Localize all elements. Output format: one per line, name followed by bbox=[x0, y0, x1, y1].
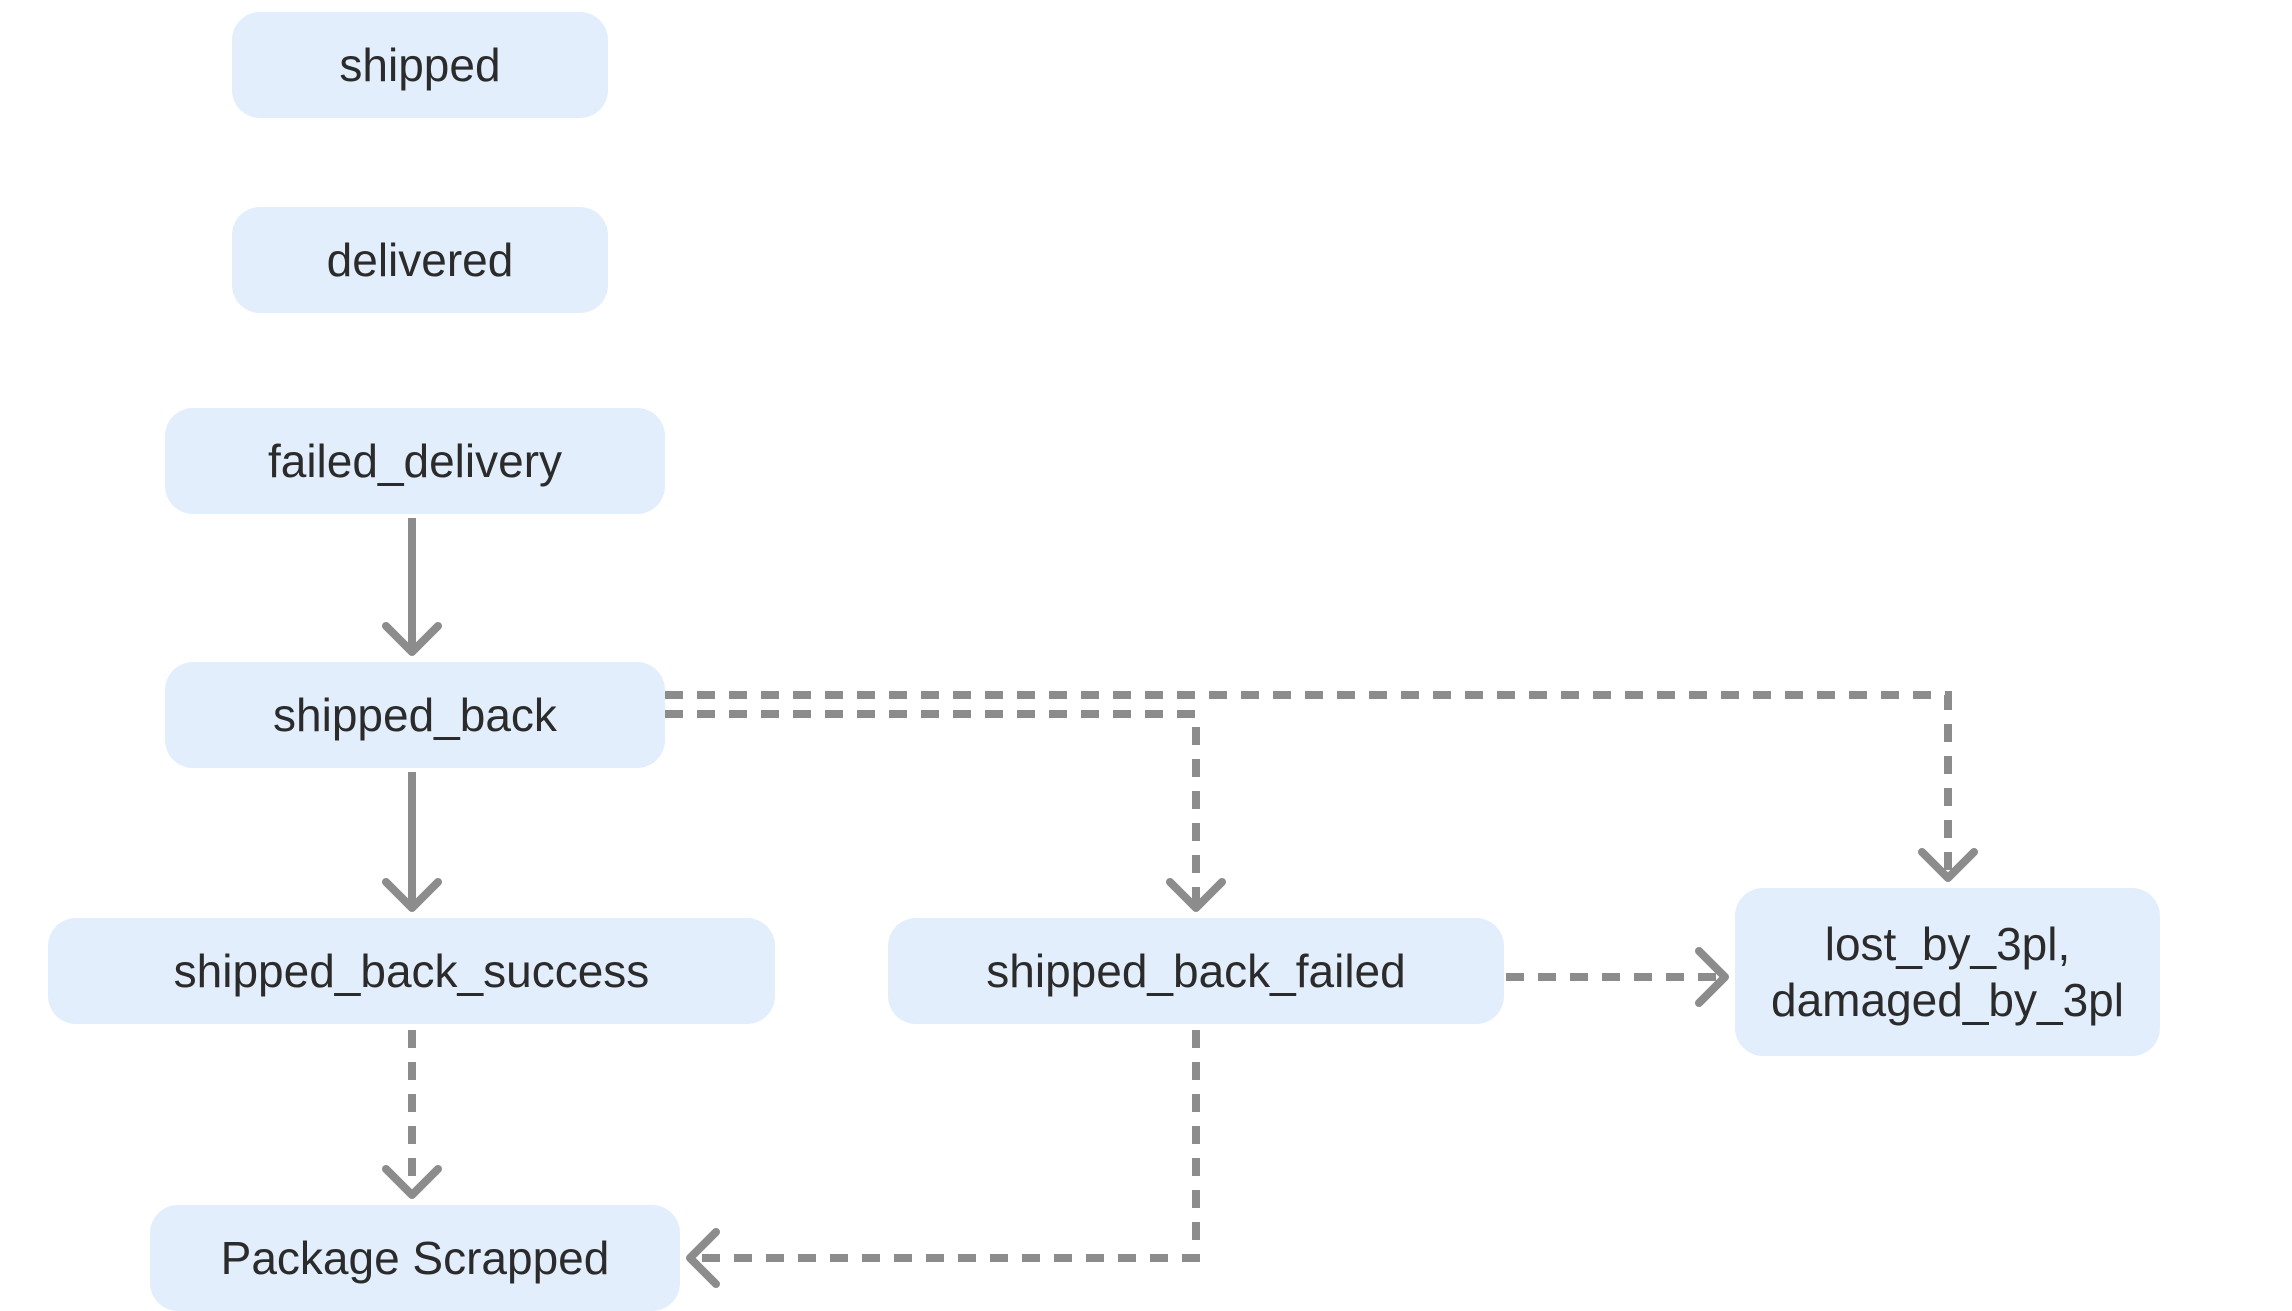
edge-shipped-back-to-shipped-back-failed-arrowhead bbox=[1166, 878, 1226, 912]
edge-shipped-back-to-lost-damaged-arrowhead bbox=[1918, 848, 1978, 882]
node-shipped-back: shipped_back bbox=[165, 662, 665, 768]
edge-shipped-back-success-to-package-scrapped-arrowhead bbox=[382, 1165, 442, 1199]
node-shipped-back-label: shipped_back bbox=[273, 688, 557, 741]
edge-failed-delivery-to-shipped-back-arrowhead bbox=[382, 622, 442, 656]
edge-shipped-back-to-shipped-back-success-arrowhead bbox=[382, 878, 442, 912]
edge-shipped-back-failed-to-package-scrapped-arrowhead bbox=[686, 1228, 720, 1288]
node-shipped: shipped bbox=[232, 12, 608, 118]
node-shipped-back-failed-label: shipped_back_failed bbox=[986, 944, 1406, 997]
node-shipped-back-success-label: shipped_back_success bbox=[173, 944, 650, 997]
node-shipped-label: shipped bbox=[339, 38, 501, 91]
edge-shipped-back-to-lost-damaged bbox=[665, 691, 1952, 878]
node-package-scrapped: Package Scrapped bbox=[150, 1205, 680, 1311]
node-lost-damaged: lost_by_3pl, damaged_by_3pl bbox=[1735, 888, 2160, 1056]
edge-shipped-back-failed-to-lost-damaged-arrowhead bbox=[1695, 947, 1729, 1007]
node-shipped-back-failed: shipped_back_failed bbox=[888, 918, 1504, 1024]
edge-shipped-back-to-shipped-back-failed bbox=[665, 710, 1200, 908]
node-shipped-back-success: shipped_back_success bbox=[48, 918, 775, 1024]
node-failed-delivery-label: failed_delivery bbox=[267, 434, 563, 487]
edge-shipped-back-failed-to-package-scrapped bbox=[690, 1030, 1200, 1262]
node-delivered-label: delivered bbox=[326, 233, 514, 286]
node-failed-delivery: failed_delivery bbox=[165, 408, 665, 514]
node-package-scrapped-label: Package Scrapped bbox=[220, 1231, 610, 1284]
node-lost-damaged-label: lost_by_3pl, damaged_by_3pl bbox=[1771, 917, 2124, 1026]
node-delivered: delivered bbox=[232, 207, 608, 313]
